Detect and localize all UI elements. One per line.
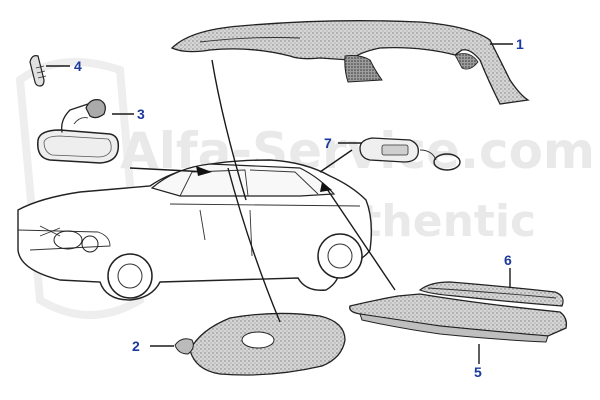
part-7-courtesy-lamp [359, 137, 461, 171]
part-1-headliner [170, 20, 530, 105]
callout-7: 7 [324, 135, 332, 151]
part-5-parcel-shelf [349, 293, 568, 343]
callout-5: 5 [474, 364, 482, 380]
part-4-bulb [29, 55, 47, 87]
part-2-sun-visor [174, 312, 346, 376]
part-3-rearview-mirror [37, 99, 120, 164]
callout-4: 4 [74, 58, 82, 74]
assembly-lines [129, 59, 396, 323]
callout-3: 3 [137, 106, 145, 122]
car-body [17, 159, 373, 301]
callout-1: 1 [516, 36, 524, 52]
part-6-trim-strip [418, 281, 564, 307]
callout-2: 2 [132, 338, 140, 354]
callout-6: 6 [504, 252, 512, 268]
callout-leaders [46, 43, 513, 364]
callout-labels: 1 2 3 4 5 6 7 [74, 36, 524, 380]
